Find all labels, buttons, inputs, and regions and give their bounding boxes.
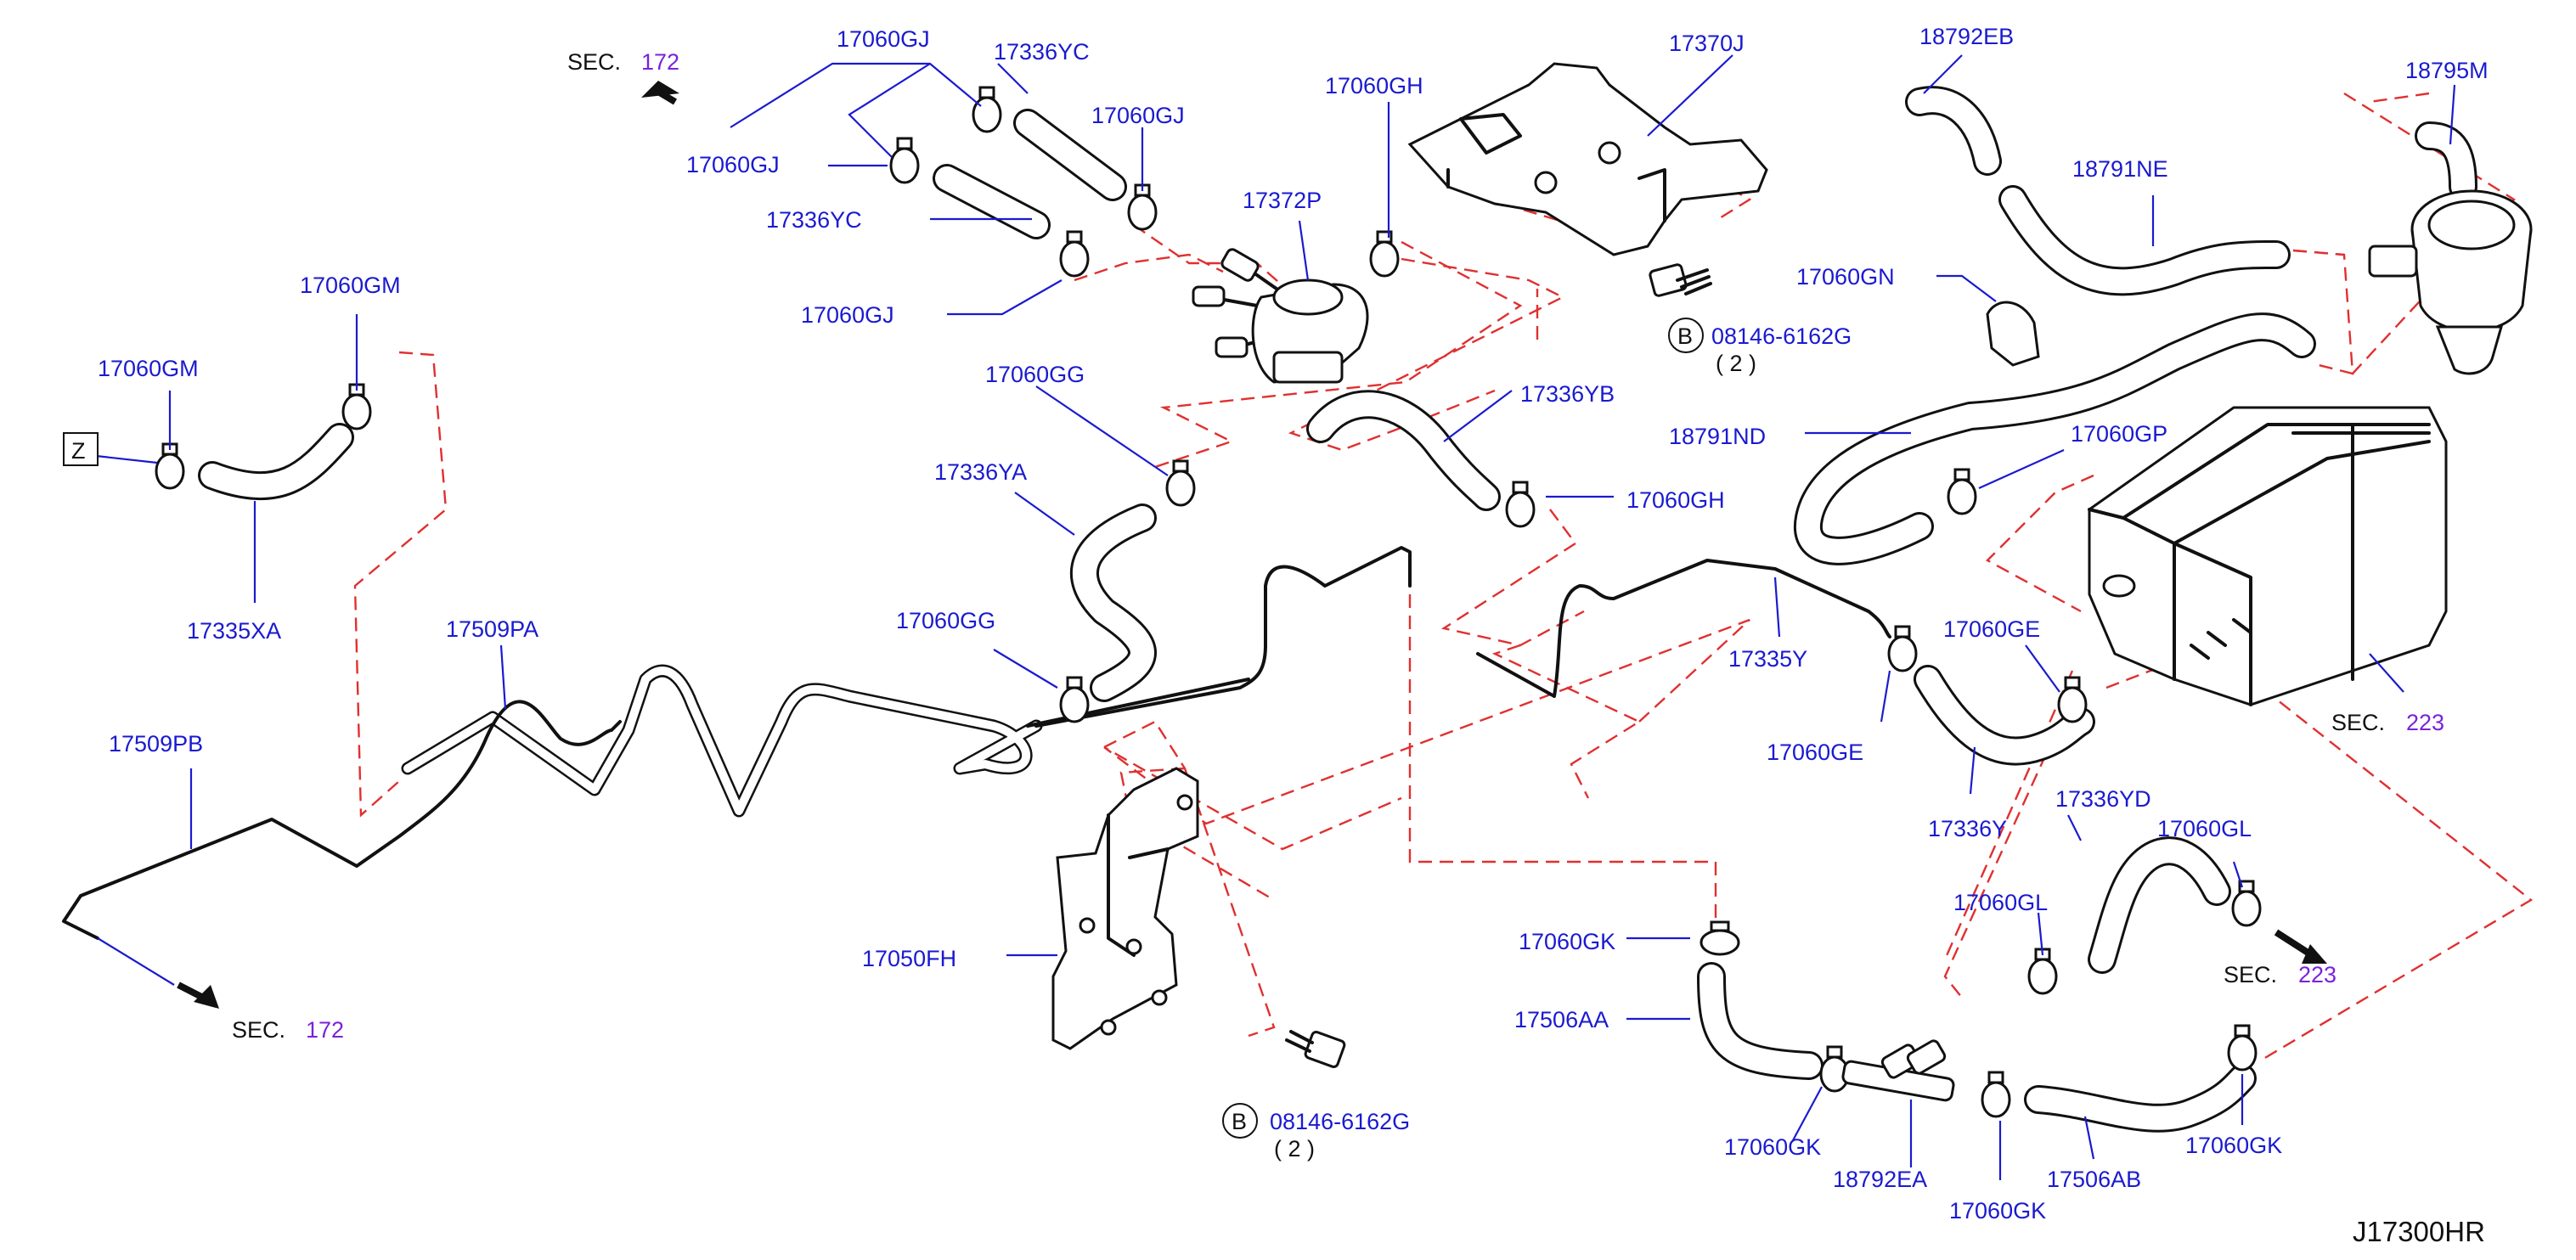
callout-box-z: Z: [63, 432, 99, 466]
sec-label-prefix: SEC.: [232, 1017, 285, 1043]
sec-ref-172-bottom: 172: [306, 1017, 344, 1043]
clamps: [155, 86, 2262, 1118]
part-label: 17060GE: [1767, 740, 1863, 765]
sec-label-prefix: SEC.: [2224, 962, 2277, 987]
part-label: 17060GE: [1943, 616, 2040, 642]
bracket-17050fh: [1051, 767, 1199, 1050]
part-label: 17060GM: [300, 273, 401, 298]
leader-lines: [80, 54, 2456, 1180]
purge-valve-17372p: [1192, 248, 1369, 384]
drawing-id: J17300HR: [2353, 1216, 2485, 1247]
part-label: 17372P: [1243, 188, 1322, 213]
part-label: 17336YA: [934, 459, 1027, 485]
part-label: 17060GP: [2071, 421, 2167, 447]
part-label: 17060GJ: [1091, 103, 1185, 128]
part-label: 17060GK: [1519, 929, 1615, 954]
bolt-marker-b: B: [1677, 323, 1693, 349]
part-qty: ( 2 ): [1274, 1136, 1315, 1162]
part-label: 17506AA: [1514, 1007, 1609, 1032]
callout-z: Z: [71, 438, 86, 464]
part-label: 17060GL: [2157, 816, 2252, 841]
part-label: 17060GK: [2185, 1133, 2282, 1158]
part-label: 17060GK: [1724, 1134, 1821, 1160]
separator-18795m: [2368, 121, 2533, 375]
part-label: 17335XA: [187, 618, 281, 644]
part-label: 17336YD: [2055, 786, 2151, 812]
sec-label-prefix: SEC.: [567, 49, 621, 75]
part-label: 18792EA: [1833, 1167, 1927, 1192]
part-label: 08146-6162G: [1270, 1109, 1410, 1134]
part-label: 17336YC: [766, 207, 862, 233]
bracket-17370j: [1407, 62, 1768, 256]
part-label: 17336YC: [994, 39, 1090, 65]
part-label: 08146-6162G: [1711, 323, 1852, 349]
sec-ref-223-right: 223: [2298, 962, 2336, 987]
part-label: 17060GN: [1796, 264, 1895, 290]
hoses: [198, 86, 2316, 1133]
pipes: [62, 546, 1891, 940]
bolt-marker-b: B: [1232, 1109, 1247, 1134]
part-label: 17060GH: [1626, 487, 1725, 513]
part-label: 17336YB: [1520, 381, 1615, 407]
part-label: 17060GL: [1953, 890, 2048, 915]
part-labels: 17060GJ 17336YC 17060GJ 17060GJ 17336YC …: [98, 24, 2489, 1223]
part-label: 18791NE: [2072, 156, 2168, 182]
part-label: 18795M: [2405, 58, 2489, 83]
part-label: 17370J: [1669, 31, 1745, 56]
sec-label-prefix: SEC.: [2331, 710, 2385, 735]
bolt-markers: B B: [1222, 318, 1704, 1139]
part-label: 17060GG: [896, 608, 995, 633]
part-label: 17060GH: [1325, 73, 1423, 98]
part-label: 17509PA: [446, 616, 538, 642]
part-label: 17060GJ: [801, 302, 894, 328]
part-label: 18792EB: [1919, 24, 2014, 49]
bolt-top: [1649, 263, 1712, 297]
sec-ref-172-top: 172: [641, 49, 679, 75]
part-qty: ( 2 ): [1716, 351, 1756, 376]
canister: [2088, 406, 2448, 706]
part-label: 17060GJ: [837, 26, 930, 52]
part-label: 18791ND: [1669, 424, 1766, 449]
part-label: 17509PB: [109, 731, 203, 757]
part-label: 17506AB: [2047, 1167, 2141, 1192]
bolt-bottom: [1285, 1030, 1346, 1068]
sec-ref-223-canister: 223: [2406, 710, 2444, 735]
part-label: 17050FH: [862, 946, 956, 971]
part-label: 17060GG: [985, 362, 1085, 387]
part-label: 17060GJ: [686, 152, 780, 177]
sec-labels: SEC. 172 SEC. 172 SEC. 223 SEC. 223: [232, 49, 2444, 1043]
part-label: 17060GK: [1949, 1198, 2046, 1223]
part-label: 17060GM: [98, 356, 199, 381]
t-joint-18792ea: [1841, 1039, 1955, 1102]
direction-arrows: [177, 81, 2327, 1009]
fitting-17060gn: [1986, 301, 2040, 367]
part-label: 17335Y: [1728, 646, 1807, 672]
part-label: 17336Y: [1928, 816, 2007, 841]
